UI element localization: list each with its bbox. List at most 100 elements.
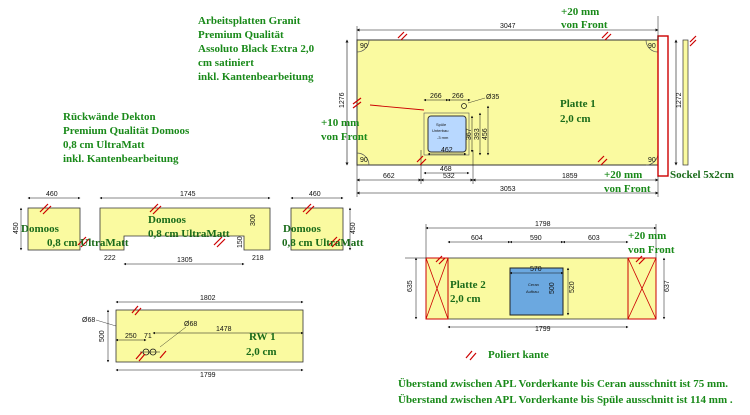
dekton-line: Rückwände Dekton	[63, 111, 156, 123]
corner-label: 90	[648, 157, 656, 164]
sink-w-inner: 462	[441, 147, 453, 154]
sink-label1: Spüle	[436, 122, 447, 127]
cooktop-cutout	[509, 267, 564, 316]
sink-h3: 456	[482, 128, 489, 140]
granite-line: cm satiniert	[198, 57, 254, 69]
footer-line-2: Überstand zwischen APL Vorderkante bis S…	[398, 394, 733, 406]
bs-mid-inner: 1305	[177, 257, 193, 264]
sockel-strip	[682, 39, 689, 166]
granite-line: Premium Qualität	[198, 29, 284, 41]
plate2-group: Ceran Aufbau 570 520 500 1798 604 590 60…	[405, 221, 671, 361]
granite-line: Arbeitsplatten Granit	[198, 15, 301, 27]
corner-label: 90	[360, 43, 368, 50]
bs-mid-name: Domoos	[148, 214, 186, 226]
plate1-name: Platte 1	[560, 98, 596, 110]
plate2-from-front: von Front	[628, 244, 675, 256]
rw1-dia-b: Ø68	[184, 321, 197, 328]
plate1-front-edge	[657, 35, 669, 177]
plate2-thickness: 2,0 cm	[450, 293, 481, 305]
cooktop-h: 520	[569, 281, 576, 293]
plate1-plus-top: +20 mm	[561, 6, 600, 18]
bs-right-thickness: 0,8 cm UltraMatt	[282, 237, 364, 249]
bs-mid-notch-h: 300	[250, 214, 257, 226]
plate2-height-left: 635	[407, 280, 414, 292]
rw1-width-top: 1802	[200, 295, 216, 302]
plate1-plus-bottom: +20 mm	[604, 169, 643, 181]
plate1-from-front-bottom: von Front	[604, 183, 651, 195]
cooktop-w: 570	[530, 266, 542, 273]
plate1-from-front-left: von Front	[321, 131, 368, 143]
plate2-width-bottom: 1799	[535, 326, 551, 333]
plate2-seg1: 604	[471, 235, 483, 242]
rw1-dia-a: Ø68	[82, 317, 95, 324]
plate1-width-bottom: 3053	[500, 186, 516, 193]
rw1-d3: 1478	[216, 326, 232, 333]
plate2-name: Platte 2	[450, 279, 486, 291]
plate2-cross-left	[425, 257, 449, 320]
plate1-from-front-top: von Front	[561, 19, 608, 31]
corner-arc	[356, 152, 370, 166]
sink-label2: Unterbau	[432, 128, 448, 133]
dekton-note: Rückwände Dekton Premium Qualität Domoos…	[63, 110, 189, 166]
bs-right-width: 460	[309, 191, 321, 198]
rw1-shape	[115, 309, 304, 363]
plate1-seg-right: 1859	[562, 173, 578, 180]
sink-cutout	[427, 115, 467, 153]
polish-marks	[352, 31, 697, 166]
plate2-plus: +20 mm	[628, 230, 667, 242]
corner-arc	[356, 39, 370, 53]
cooktop-label2: Aufbau	[526, 289, 539, 294]
sink-h2: 393	[474, 128, 481, 140]
backsplash-left	[27, 207, 81, 251]
bs-mid-thickness: 0,8 cm UltraMatt	[148, 228, 230, 240]
bs-left-height: 450	[13, 222, 20, 234]
bs-mid-left-off: 222	[104, 255, 116, 262]
rw1-height: 500	[99, 330, 106, 342]
bs-mid-notch-w: 150	[237, 236, 244, 248]
plate2-seg3: 603	[588, 235, 600, 242]
plate1-width-top: 3047	[500, 23, 516, 30]
dekton-line: Premium Qualität Domoos	[63, 125, 190, 137]
faucet-hole	[461, 103, 467, 109]
footer-line-1: Überstand zwischen APL Vorderkante bis C…	[398, 378, 729, 390]
corner-arc	[645, 39, 659, 53]
bs-left-name: Domoos	[21, 223, 59, 235]
plate1-plus-left: +10 mm	[321, 117, 360, 129]
sink-d1: 266	[430, 93, 442, 100]
cooktop-label1: Ceran	[528, 282, 539, 287]
bs-right-height: 450	[350, 222, 357, 234]
sink-h1: 367	[466, 128, 473, 140]
rw1-thickness: 2,0 cm	[246, 346, 277, 358]
bs-left-width: 460	[46, 191, 58, 198]
sink-w-outer: 468	[440, 166, 452, 173]
rw1-width-bottom: 1799	[200, 372, 216, 379]
dekton-line: inkl. Kantenbearbeitung	[63, 153, 179, 165]
corner-label: 90	[648, 43, 656, 50]
plate2-seg2: 590	[530, 235, 542, 242]
dekton-line: 0,8 cm UltraMatt	[63, 139, 145, 151]
backsplash-mid	[99, 207, 271, 251]
backsplash-group: 460 450 1745 1305 222 218 300 150 460 45…	[13, 191, 357, 266]
rw1-group: 1802 1799 500 250 71 1478 Ø68 Ø68	[82, 295, 304, 379]
granite-line: Assoluto Black Extra 2,0	[198, 43, 315, 55]
plate2-width-top: 1798	[535, 221, 551, 228]
plate1-shape	[356, 39, 659, 166]
cooktop-d: 500	[549, 282, 556, 294]
plate1-group: 90 90 90 90 3047 1276 1272 662 532 1859 …	[339, 16, 697, 197]
plate1-thickness: 2,0 cm	[560, 113, 591, 125]
plate1-seg-left: 662	[383, 173, 395, 180]
sockel-label: Sockel 5x2cm	[670, 169, 734, 181]
plate1-height-right: 1272	[676, 92, 683, 108]
bs-mid-right-off: 218	[252, 255, 264, 262]
plate2-height-right: 637	[664, 280, 671, 292]
rw1-d1: 250	[125, 333, 137, 340]
bs-right-name: Domoos	[283, 223, 321, 235]
bs-left-thickness: 0,8 cm UltraMatt	[47, 237, 129, 249]
plate2-cross-right	[627, 257, 657, 320]
bs-mid-width: 1745	[180, 191, 196, 198]
faucet-dia: Ø35	[486, 94, 499, 101]
plate1-seg-mid: 532	[443, 173, 455, 180]
backsplash-right	[290, 207, 344, 251]
sink-label3: -3 mm	[437, 135, 449, 140]
